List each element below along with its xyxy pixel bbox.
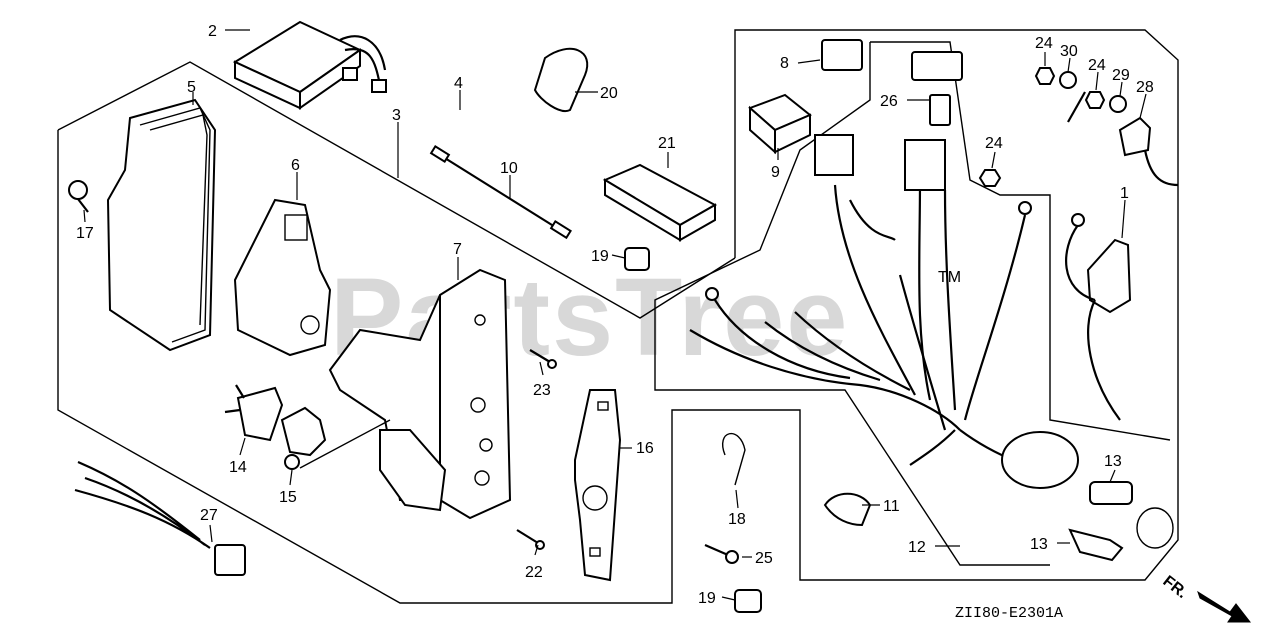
callout-3: 3 bbox=[392, 107, 401, 124]
part-nut-24-top-left bbox=[1034, 67, 1056, 85]
part-1 bbox=[1065, 213, 1132, 421]
callout-13-upper: 13 bbox=[1104, 453, 1122, 470]
callout-8: 8 bbox=[780, 55, 789, 72]
callout-2: 2 bbox=[208, 23, 217, 40]
leader-lines bbox=[83, 29, 1147, 601]
front-arrow-icon bbox=[1197, 590, 1252, 623]
callout-13-lower: 13 bbox=[1030, 536, 1048, 553]
part-key-lower bbox=[1068, 528, 1124, 562]
part-bolt-25 bbox=[704, 543, 739, 564]
watermark-tm: TM bbox=[938, 269, 961, 286]
part-sub-harness bbox=[74, 460, 246, 576]
group-outline-harness bbox=[654, 41, 1171, 566]
front-indicator-label: FR. bbox=[1160, 573, 1191, 602]
part-key-upper bbox=[1089, 481, 1174, 549]
callout-numbers: 2 5 6 7 3 4 10 20 21 19 23 22 16 14 15 1… bbox=[76, 23, 1154, 607]
part-clamp-11 bbox=[823, 492, 872, 527]
part-bracket bbox=[233, 198, 332, 357]
part-switch-panel bbox=[328, 268, 512, 520]
callout-10: 10 bbox=[500, 160, 518, 177]
callout-29: 29 bbox=[1112, 67, 1130, 84]
callout-15: 15 bbox=[279, 489, 297, 506]
part-cdi-unit bbox=[232, 20, 387, 110]
group-outline-left bbox=[57, 29, 1179, 604]
callout-5: 5 bbox=[187, 79, 196, 96]
callout-6: 6 bbox=[291, 157, 300, 174]
part-nut-24-top-right bbox=[1084, 91, 1106, 109]
part-screw-23 bbox=[529, 349, 557, 369]
callout-7: 7 bbox=[453, 241, 462, 258]
callout-24-top-left: 24 bbox=[1035, 35, 1053, 52]
callout-4: 4 bbox=[454, 75, 463, 92]
callout-19-bottom: 19 bbox=[698, 590, 716, 607]
part-screw-22 bbox=[516, 529, 545, 550]
part-relay bbox=[821, 39, 863, 71]
callout-28: 28 bbox=[1136, 79, 1154, 96]
callout-20: 20 bbox=[600, 85, 618, 102]
callout-24-mid: 24 bbox=[985, 135, 1003, 152]
part-clip-20 bbox=[533, 48, 589, 112]
diagram-code: ZII80-E2301A bbox=[955, 605, 1063, 622]
part-nut-24-mid bbox=[978, 169, 1002, 187]
part-28 bbox=[1118, 116, 1179, 187]
part-fuse-case bbox=[602, 163, 718, 242]
callout-12: 12 bbox=[908, 539, 926, 556]
callout-25: 25 bbox=[755, 550, 773, 567]
part-switch-14 bbox=[224, 384, 284, 442]
callout-30: 30 bbox=[1060, 43, 1078, 60]
callout-18: 18 bbox=[728, 511, 746, 528]
callout-16: 16 bbox=[636, 440, 654, 457]
callout-27: 27 bbox=[200, 507, 218, 524]
part-bolt-small bbox=[1067, 91, 1086, 123]
part-switch-15 bbox=[280, 406, 391, 470]
part-wire-harness bbox=[689, 134, 1079, 489]
front-indicator: FR. bbox=[1160, 573, 1252, 623]
callout-17: 17 bbox=[76, 225, 94, 242]
part-clip-19-bottom bbox=[734, 589, 762, 613]
part-washer-29 bbox=[1109, 95, 1127, 113]
part-control-box-cover bbox=[106, 98, 217, 352]
callout-26: 26 bbox=[880, 93, 898, 110]
part-band-18 bbox=[722, 432, 746, 486]
callout-14: 14 bbox=[229, 459, 247, 476]
callout-1: 1 bbox=[1120, 185, 1129, 202]
part-connector-9 bbox=[748, 93, 812, 155]
callout-11: 11 bbox=[883, 498, 900, 515]
part-washer-30 bbox=[1059, 71, 1077, 89]
callout-24-top-right: 24 bbox=[1088, 57, 1106, 74]
callout-21: 21 bbox=[658, 135, 676, 152]
part-fuse-26 bbox=[911, 51, 963, 126]
callout-23: 23 bbox=[533, 382, 551, 399]
callout-19-top: 19 bbox=[591, 248, 609, 265]
part-clip-19-top bbox=[624, 247, 650, 271]
callout-22: 22 bbox=[525, 564, 543, 581]
part-screw-17 bbox=[68, 180, 89, 213]
part-cable bbox=[429, 144, 572, 240]
part-plate-16 bbox=[574, 389, 622, 582]
callout-9: 9 bbox=[771, 164, 780, 181]
